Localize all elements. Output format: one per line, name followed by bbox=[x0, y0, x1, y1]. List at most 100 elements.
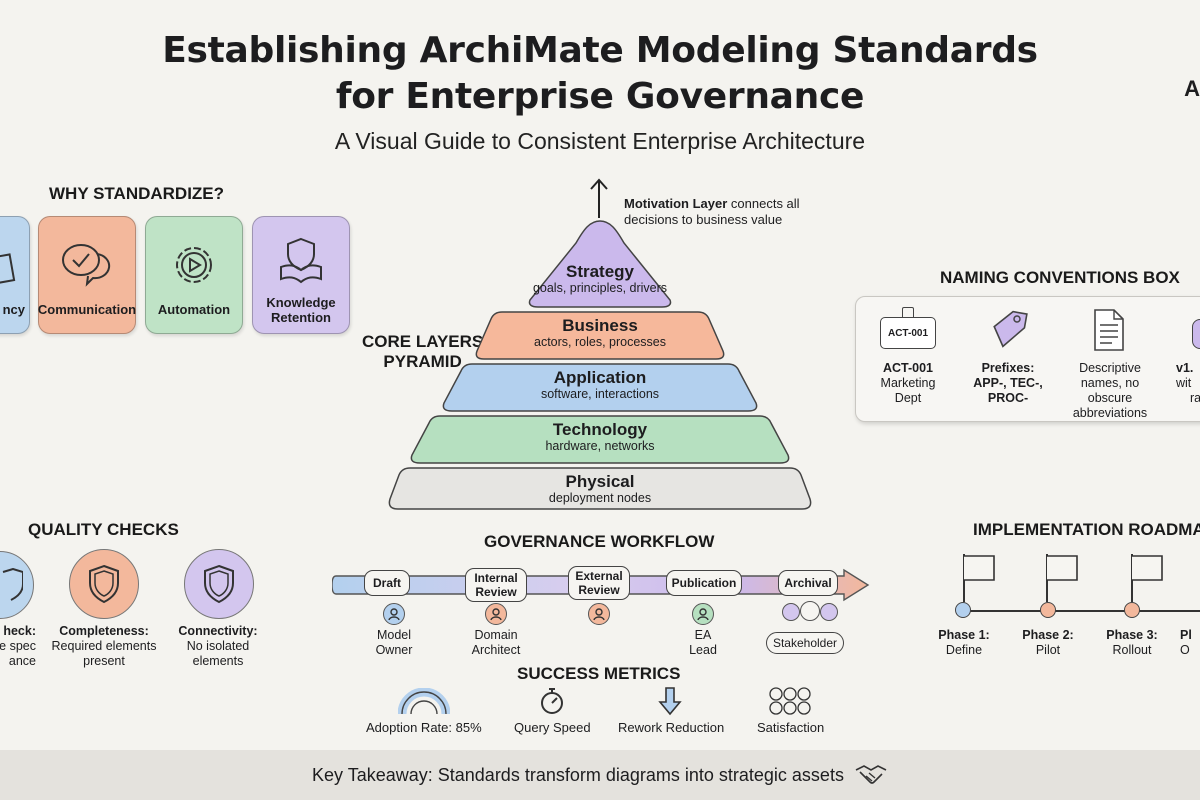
phase-line: O bbox=[1180, 643, 1190, 657]
quality-checks-heading: QUALITY CHECKS bbox=[28, 520, 179, 539]
strategy-layer: Strategy goals, principles, drivers bbox=[380, 263, 820, 296]
quality-check-circle bbox=[0, 551, 34, 619]
quality-line: ance bbox=[8, 654, 36, 668]
quality-title: Connectivity: bbox=[178, 624, 258, 638]
roadmap-heading: IMPLEMENTATION ROADMA bbox=[973, 520, 1200, 539]
naming-line: ACT-001 bbox=[882, 361, 934, 375]
naming-conventions-box: ACT-001 ACT-001 Marketing Dept Prefixes:… bbox=[855, 296, 1200, 422]
quality-line: present bbox=[83, 654, 125, 668]
layer-name: Technology bbox=[552, 420, 648, 439]
quality-line: Required elements bbox=[51, 639, 157, 653]
physical-layer-shape bbox=[388, 467, 812, 510]
naming-line: APP-, TEC-, bbox=[973, 376, 1043, 390]
role-line: Lead bbox=[689, 643, 717, 657]
version-icon bbox=[1192, 319, 1200, 349]
motivation-note-line2: decisions to business value bbox=[624, 212, 783, 227]
quality-title: Completeness: bbox=[59, 624, 149, 638]
quality-check-circle bbox=[69, 549, 139, 619]
quality-line: No isolated bbox=[186, 639, 250, 653]
naming-line: Marketing bbox=[880, 376, 936, 390]
layer-desc: deployment nodes bbox=[548, 491, 652, 505]
phase-line: Rollout bbox=[1112, 643, 1152, 657]
application-layer: Application software, interactions bbox=[380, 369, 820, 402]
quality-item-connectivity: Connectivity: No isolated elements bbox=[160, 624, 276, 669]
technology-layer-shape bbox=[410, 415, 790, 464]
naming-line: wit bbox=[1176, 376, 1192, 390]
flag-icon bbox=[1131, 554, 1163, 602]
title-line-2: for Enterprise Governance bbox=[335, 76, 865, 117]
why-card-communication: Communication bbox=[38, 216, 136, 334]
why-card-automation: Automation bbox=[145, 216, 243, 334]
layer-desc: hardware, networks bbox=[545, 439, 655, 453]
role-line: Domain bbox=[474, 628, 518, 642]
key-takeaway-banner: Key Takeaway: Standards transform diagra… bbox=[0, 750, 1200, 800]
group-icon bbox=[820, 603, 838, 621]
workflow-step-publication: Publication bbox=[666, 570, 742, 596]
chat-bubbles-icon bbox=[62, 244, 111, 287]
group-icon bbox=[782, 603, 800, 621]
naming-line: Descriptive bbox=[1079, 361, 1141, 375]
naming-line: names, no obscure bbox=[1080, 376, 1140, 405]
quality-item-completeness: Completeness: Required elements present bbox=[44, 624, 164, 669]
document-icon bbox=[0, 253, 16, 285]
naming-line: ra bbox=[1190, 391, 1200, 405]
why-card-label: Automation bbox=[157, 302, 231, 317]
down-arrow-icon bbox=[658, 687, 682, 716]
layer-desc: software, interactions bbox=[540, 387, 660, 401]
quality-title: heck: bbox=[3, 624, 36, 638]
motivation-note: Motivation Layer connects all decisions … bbox=[624, 196, 800, 228]
workflow-step-external-review: External Review bbox=[568, 566, 630, 600]
handshake-icon bbox=[855, 765, 887, 784]
role-line: Architect bbox=[471, 643, 521, 657]
stopwatch-icon bbox=[541, 688, 563, 714]
workflow-step-archival: Archival bbox=[778, 570, 838, 596]
layer-desc: actors, roles, processes bbox=[534, 335, 666, 349]
document-icon bbox=[1094, 309, 1124, 351]
workflow-step-internal-review: Internal Review bbox=[465, 568, 527, 602]
roadmap-line bbox=[964, 610, 1200, 612]
naming-line: abbreviations bbox=[1072, 406, 1148, 420]
naming-item-prefixes: Prefixes: APP-, TEC-, PROC- bbox=[960, 361, 1056, 406]
phase-line: Define bbox=[945, 643, 983, 657]
roadmap-phase-2: Phase 2: Pilot bbox=[1016, 628, 1080, 658]
workflow-step-draft: Draft bbox=[364, 570, 410, 596]
why-card-knowledge-retention: Knowledge Retention bbox=[252, 216, 350, 334]
motivation-arrow-icon bbox=[590, 178, 608, 218]
satisfaction-faces-icon bbox=[769, 687, 811, 715]
person-icon bbox=[485, 603, 507, 625]
metric-rework-reduction: Rework Reduction bbox=[618, 720, 725, 735]
role-line: Model bbox=[376, 628, 412, 642]
why-card-label: Knowledge Retention bbox=[266, 295, 336, 325]
roadmap-phase-1: Phase 1: Define bbox=[932, 628, 996, 658]
why-card-consistency: ncy bbox=[0, 216, 30, 334]
governance-workflow-heading: GOVERNANCE WORKFLOW bbox=[484, 532, 715, 551]
layer-name: Strategy bbox=[565, 262, 635, 281]
key-takeaway-text: Key Takeaway: Standards transform diagra… bbox=[312, 764, 844, 785]
layers-pyramid bbox=[388, 220, 812, 510]
naming-item-descriptive: Descriptive names, no obscure abbreviati… bbox=[1060, 361, 1160, 421]
strategy-layer-shape bbox=[528, 220, 672, 308]
technology-layer: Technology hardware, networks bbox=[380, 421, 820, 454]
layer-desc: goals, principles, drivers bbox=[532, 281, 668, 295]
workflow-stakeholder: Stakeholder bbox=[766, 632, 844, 654]
quality-check-circle bbox=[184, 549, 254, 619]
phase-2-milestone bbox=[1040, 602, 1056, 618]
workflow-role-ea-lead: EA Lead bbox=[678, 628, 728, 658]
roadmap-phase-3: Phase 3: Rollout bbox=[1100, 628, 1164, 658]
quality-item-spec: heck: e spec ance bbox=[0, 624, 36, 669]
gear-play-icon bbox=[176, 247, 212, 283]
success-metrics-heading: SUCCESS METRICS bbox=[517, 664, 681, 683]
pyramid-heading-line2: PYRAMID bbox=[383, 352, 462, 371]
shield-icon bbox=[204, 564, 234, 604]
business-layer: Business actors, roles, processes bbox=[380, 317, 820, 350]
person-icon bbox=[692, 603, 714, 625]
naming-line: v1. bbox=[1176, 361, 1194, 375]
shield-book-icon bbox=[280, 237, 322, 284]
naming-heading: NAMING CONVENTIONS BOX bbox=[940, 268, 1180, 287]
why-card-label: Communication bbox=[37, 302, 137, 317]
layer-name: Business bbox=[562, 316, 638, 335]
workflow-role-model-owner: Model Owner bbox=[364, 628, 424, 658]
flag-icon bbox=[963, 554, 995, 602]
phase-line: Phase 3: bbox=[1106, 628, 1158, 642]
phase-line: Pilot bbox=[1035, 643, 1061, 657]
